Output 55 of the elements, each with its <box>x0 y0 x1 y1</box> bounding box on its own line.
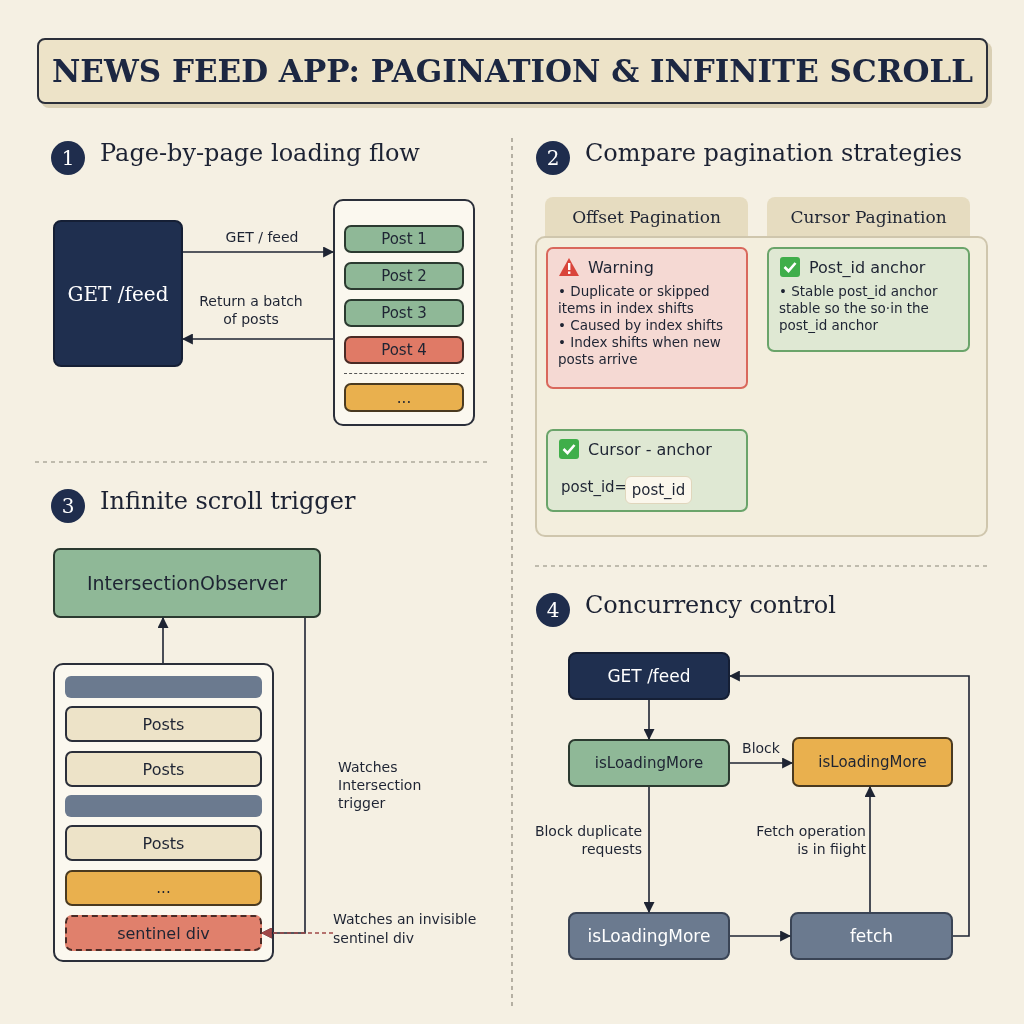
field-label: post_id= <box>561 478 628 496</box>
strategy-tab: Cursor Pagination <box>767 197 970 237</box>
placeholder-bar <box>65 795 262 817</box>
arrow <box>157 616 169 664</box>
card-heading: Warning <box>588 257 654 277</box>
bullet-item: • Index shifts when new posts arrive <box>558 333 722 368</box>
step-number-badge: 4 <box>536 593 570 627</box>
arrow <box>864 785 876 913</box>
post-item: Posts <box>65 706 262 742</box>
value-chip: post_id <box>625 476 692 504</box>
sentinel-box: sentinel div <box>65 915 262 951</box>
section-heading: Infinite scroll trigger <box>100 487 356 515</box>
placeholder-bar <box>65 676 262 698</box>
step-number-badge: 1 <box>51 141 85 175</box>
arrow <box>182 246 335 258</box>
info-card <box>767 247 970 352</box>
state-box: ... <box>344 383 464 412</box>
post-item: Posts <box>65 751 262 787</box>
state-box: Post 2 <box>344 262 464 290</box>
arrow <box>181 333 334 345</box>
warning-card <box>546 247 748 389</box>
request-box: GET /feed <box>568 652 730 700</box>
arrow <box>643 786 655 914</box>
bullet-item: • Duplicate or skipped items in index shifts <box>558 283 711 317</box>
arrow <box>643 699 655 741</box>
arrow <box>729 757 794 769</box>
observer-box: IntersectionObserver <box>53 548 321 618</box>
strategy-tab: Offset Pagination <box>545 197 748 237</box>
feed-list-container <box>333 199 475 426</box>
state-box: ... <box>65 870 262 906</box>
section-heading: Compare pagination strategies <box>585 139 963 167</box>
state-box: isLoadingMore <box>568 912 730 960</box>
comparison-panel <box>535 236 988 537</box>
post-item: Posts <box>65 825 262 861</box>
card-heading: Cursor - anchor <box>588 439 712 459</box>
dashed-arrow <box>260 927 334 939</box>
request-box: GET /feed <box>53 220 183 367</box>
feed-list-container <box>53 663 274 962</box>
state-box: isLoadingMore <box>568 739 730 787</box>
state-box: fetch <box>790 912 953 960</box>
step-number-badge: 2 <box>536 141 570 175</box>
section-heading: Concurrency control <box>585 591 836 619</box>
step-number-badge: 3 <box>51 489 85 523</box>
annotation-text: Watches an invisible sentinel div <box>333 910 478 948</box>
arrow <box>728 670 970 937</box>
arrow <box>729 930 792 942</box>
card-heading: Post_id anchor <box>809 257 926 277</box>
section-heading: Page-by-page loading flow <box>100 139 420 167</box>
info-card <box>546 429 748 512</box>
bullet-item: • Stable post_id anchor stable so the so·in the post_id anchor <box>779 283 939 334</box>
state-box: Post 3 <box>344 299 464 327</box>
state-box: isLoadingMore <box>792 737 953 787</box>
post-item: Post 4 <box>344 336 464 364</box>
state-box: Post 1 <box>344 225 464 253</box>
bullet-item: • Caused by index shifts <box>558 316 724 334</box>
